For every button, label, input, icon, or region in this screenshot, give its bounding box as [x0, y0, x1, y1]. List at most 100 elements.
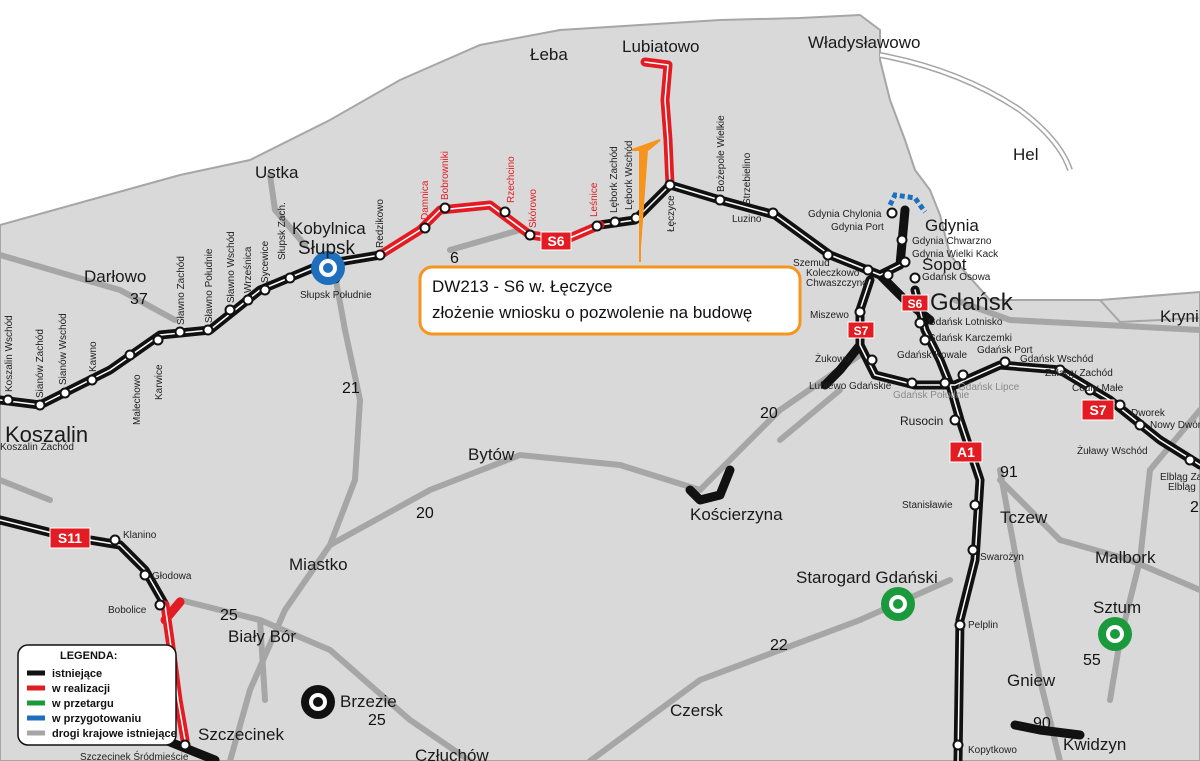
station-leczyce: Łęczyce: [666, 195, 677, 232]
city-gdansk: Gdańsk: [930, 289, 1014, 316]
callout-line-2: złożenie wniosku o pozwolenie na budowę: [432, 303, 752, 322]
shield-s11: S11: [58, 530, 82, 546]
station-gdansk-port: Gdańsk Port: [977, 345, 1033, 356]
station-koszalin-wschod: Koszalin Wschód: [4, 315, 15, 392]
station-chwaszczyno: Chwaszczyno: [806, 278, 868, 289]
station-sianow-wschod: Sianów Wschód: [58, 313, 69, 385]
city-koscierzyna: Kościerzyna: [690, 505, 783, 524]
station-malechowo: Malechowo: [132, 374, 143, 425]
station-gdansk-lotnisko: Gdańsk Lotnisko: [928, 317, 1003, 328]
station-lebork-zachod: Lębork Zachód: [609, 146, 620, 213]
city-starogard: Starogard Gdański: [796, 568, 938, 587]
station-gdansk-wschod: Gdańsk Wschód: [1020, 354, 1093, 365]
city-markers: [301, 251, 1132, 719]
road-20-east: 20: [760, 405, 778, 422]
station-klanino: Klanino: [123, 530, 157, 541]
station-kawno: Kawno: [88, 341, 99, 372]
station-zulawy-zachod: Żuławy Zachód: [1045, 366, 1113, 379]
city-hel: Hel: [1013, 145, 1039, 164]
city-sztum: Sztum: [1093, 598, 1141, 617]
station-strzebielino: Strzebielino: [742, 152, 753, 205]
station-gdansk-kowale: Gdańsk Kowale: [897, 350, 967, 361]
station-rzechcino: Rzechcino: [506, 156, 517, 203]
station-bozepole-wielkie: Bożepole Wielkie: [716, 115, 727, 192]
station-gdynia-chwarzno: Gdynia Chwarzno: [912, 236, 992, 247]
station-nowy-dwor: Nowy Dwór: [1150, 420, 1200, 431]
city-krynica: Kryni: [1160, 307, 1199, 326]
road-90: 90: [1033, 715, 1051, 732]
station-sianow-zachod: Sianów Zachód: [35, 329, 46, 398]
road-2: 2: [1190, 499, 1199, 516]
shield-a1: A1: [957, 444, 975, 460]
station-skorowo: Skórowo: [528, 189, 539, 228]
hel-peninsula-fill: [879, 53, 1072, 171]
city-darlowo: Darłowo: [84, 267, 146, 286]
city-czluchow: Człuchów: [415, 746, 489, 761]
station-slawno-zachod: Sławno Zachód: [176, 256, 187, 325]
legend-item-in-progress: w realizacji: [51, 683, 110, 695]
station-miszewo: Miszewo: [810, 310, 849, 321]
city-szczecinek: Szczecinek: [198, 725, 284, 744]
shield-s6-gdansk: S6: [908, 297, 923, 311]
station-dworek: Dworek: [1131, 408, 1166, 419]
station-zukowo: Żukowo: [815, 352, 850, 365]
road-91: 91: [1000, 464, 1018, 481]
city-koszalin: Koszalin: [5, 422, 88, 447]
station-sycewice: Sycewice: [260, 240, 271, 283]
shield-s7-west: S7: [854, 324, 869, 338]
station-gdansk-poludnie: Gdańsk Południe: [893, 390, 970, 401]
station-koszalin-zachod: Koszalin Zachód: [0, 442, 74, 453]
road-in-preparation: [887, 192, 928, 214]
station-bobrowniki: Bobrowniki: [440, 151, 451, 200]
legend-title: LEGENDA:: [60, 650, 117, 662]
station-gdynia-wielki-kack: Gdynia Wielki Kack: [912, 249, 999, 260]
station-gdynia-port: Gdynia Port: [831, 222, 884, 233]
city-bytow: Bytów: [468, 445, 515, 464]
city-rusocin: Rusocin: [900, 414, 943, 428]
city-labels: Łeba Lubiatowo Władysławowo Hel Ustka Ko…: [5, 33, 1199, 761]
road-55: 55: [1083, 652, 1101, 669]
road-22: 22: [770, 637, 788, 654]
callout-pointer: [631, 139, 661, 262]
callout-box: [418, 265, 802, 336]
legend: LEGENDA: istniejące w realizacji w przet…: [17, 644, 177, 746]
station-labels: Słupsk Południe Luzino Gdynia Chylonia G…: [0, 209, 1200, 761]
station-stanislawie: Stanisławie: [902, 500, 953, 511]
legend-item-preparation: w przygotowaniu: [51, 713, 141, 725]
station-lebork-wschod: Lębork Wschód: [624, 141, 635, 210]
station-damnica: Damnica: [420, 180, 431, 220]
land-area: [0, 13, 1200, 761]
road-21: 21: [342, 380, 360, 397]
city-gniew: Gniew: [1007, 671, 1056, 690]
city-slupsk: Słupsk: [298, 238, 356, 259]
vistula-spit: [1097, 290, 1200, 324]
road-number-labels: 6 37 21 20 20 25 25 22 91 55 90 2: [130, 250, 1199, 732]
station-swarozyn: Swarożyn: [980, 552, 1024, 563]
city-leba: Łeba: [530, 45, 568, 64]
station-elblag-zachod: Elbląg Zach.: [1160, 472, 1200, 483]
station-lublewo: Lublewo Gdańskie: [809, 381, 892, 392]
station-gdansk-karczemki: Gdańsk Karczemki: [928, 333, 1012, 344]
shield-s6-west: S6: [547, 233, 564, 249]
station-slawno-wschod: Sławno Wschód: [226, 231, 237, 303]
station-glodowa: Głodowa: [152, 571, 192, 582]
station-elblag: Elbląg: [1168, 482, 1196, 493]
station-luzino: Luzino: [732, 214, 762, 225]
station-gdynia-chylonia: Gdynia Chylonia: [808, 209, 882, 220]
road-25-north: 25: [220, 607, 238, 624]
city-gdynia: Gdynia: [925, 216, 979, 235]
station-slawno-poludnie: Sławno Południe: [204, 248, 215, 323]
station-karwice: Karwice: [154, 364, 165, 400]
station-szczecinek-srodmiescie: Szczecinek Śródmieście: [80, 750, 189, 761]
road-20-west: 20: [416, 505, 434, 522]
city-czersk: Czersk: [670, 701, 723, 720]
station-slupsk-zach: Słupsk Zach.: [277, 202, 288, 260]
station-gdansk-osowa: Gdańsk Osowa: [922, 272, 991, 283]
station-bobolice: Bobolice: [108, 605, 147, 616]
shield-s7-east: S7: [1089, 402, 1106, 418]
city-tczew: Tczew: [1000, 508, 1048, 527]
road-shields: S6 S6 S7 S7 S11 A1: [49, 231, 1115, 549]
vertical-station-labels: Koszalin Wschód Sianów Zachód Sianów Wsc…: [4, 115, 753, 425]
station-slupsk-poludnie: Słupsk Południe: [300, 290, 372, 301]
